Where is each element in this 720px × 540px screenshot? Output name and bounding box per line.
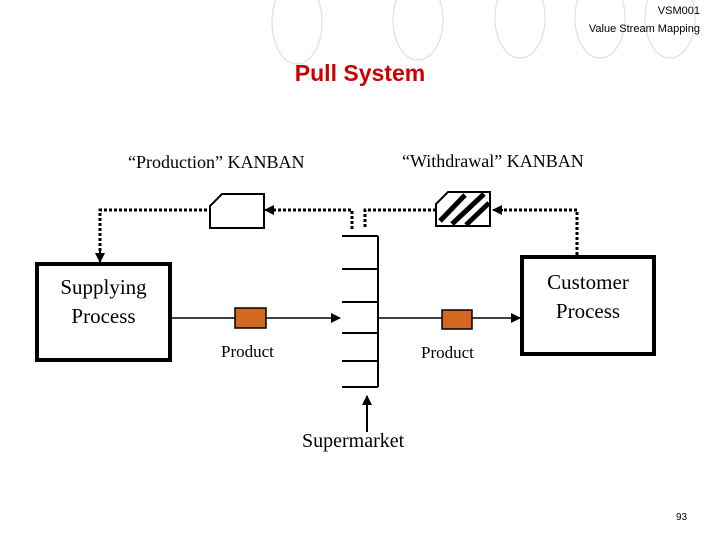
supplying-process-label-2: Process [71, 304, 136, 328]
slide-title: Pull System [294, 60, 426, 86]
supplying-process-box: Supplying Process [35, 262, 172, 362]
production-kanban-return-line [98, 208, 207, 252]
deco-circle [644, 0, 696, 59]
withdrawal-kanban-card [435, 191, 491, 227]
deco-circle [392, 0, 444, 61]
header-subtitle: Value Stream Mapping [588, 23, 700, 35]
product-icon-2 [441, 309, 473, 330]
deco-circle [271, 0, 323, 65]
product-label-2: Product [421, 343, 474, 362]
supermarket-shelves [342, 235, 379, 388]
header-code: VSM001 [657, 5, 700, 17]
customer-process-label-1: Customer [547, 270, 629, 294]
product-label-1: Product [221, 342, 274, 361]
withdrawal-kanban-dotted-line [496, 208, 579, 255]
withdrawal-kanban-label: “Withdrawal” KANBAN [402, 151, 584, 171]
deco-circle [574, 0, 626, 59]
deco-circle [494, 0, 546, 59]
withdrawal-kanban-to-supermarket-line [363, 208, 436, 229]
page-number: 93 [676, 512, 688, 523]
product-icon-1 [234, 307, 267, 329]
production-kanban-card [209, 193, 265, 229]
customer-process-box: Customer Process [520, 255, 656, 356]
production-kanban-dotted-line [268, 208, 354, 229]
supplying-process-label-1: Supplying [60, 275, 147, 299]
supermarket-label: Supermarket [302, 430, 405, 452]
customer-process-label-2: Process [555, 299, 621, 323]
production-kanban-label: “Production” KANBAN [128, 152, 305, 172]
